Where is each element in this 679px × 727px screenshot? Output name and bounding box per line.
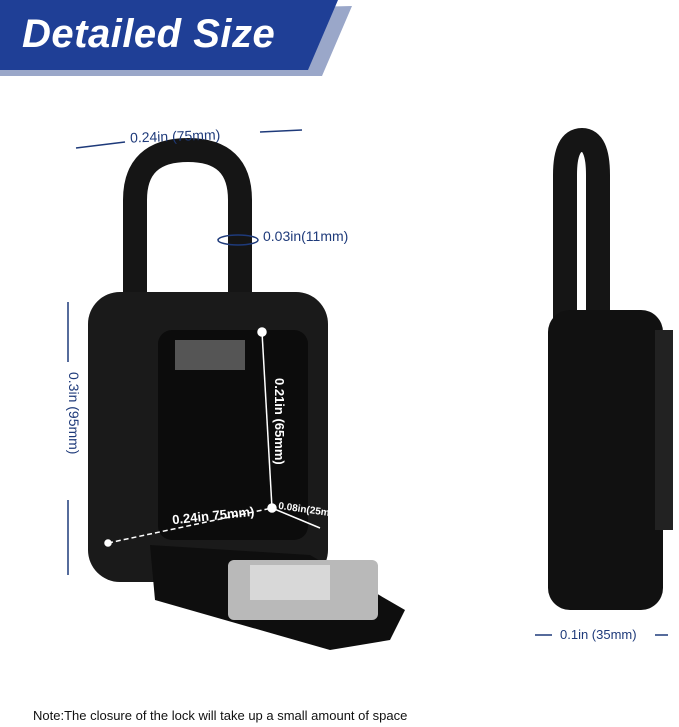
shackle-diameter-label: 0.03in(11mm) (263, 228, 349, 244)
top-width-label: 0.24in (75mm) (129, 126, 221, 146)
footnote: Note:The closure of the lock will take u… (33, 708, 408, 723)
height-label: 0.3in (95mm) (66, 372, 82, 455)
page-title: Detailed Size (22, 12, 276, 56)
banner-shape (0, 0, 338, 70)
lock-side-view (548, 310, 663, 610)
side-depth-label: 0.1in (35mm) (560, 627, 637, 642)
shackle (123, 137, 252, 300)
inner-height-label: 0.21in (65mm) (272, 378, 287, 465)
